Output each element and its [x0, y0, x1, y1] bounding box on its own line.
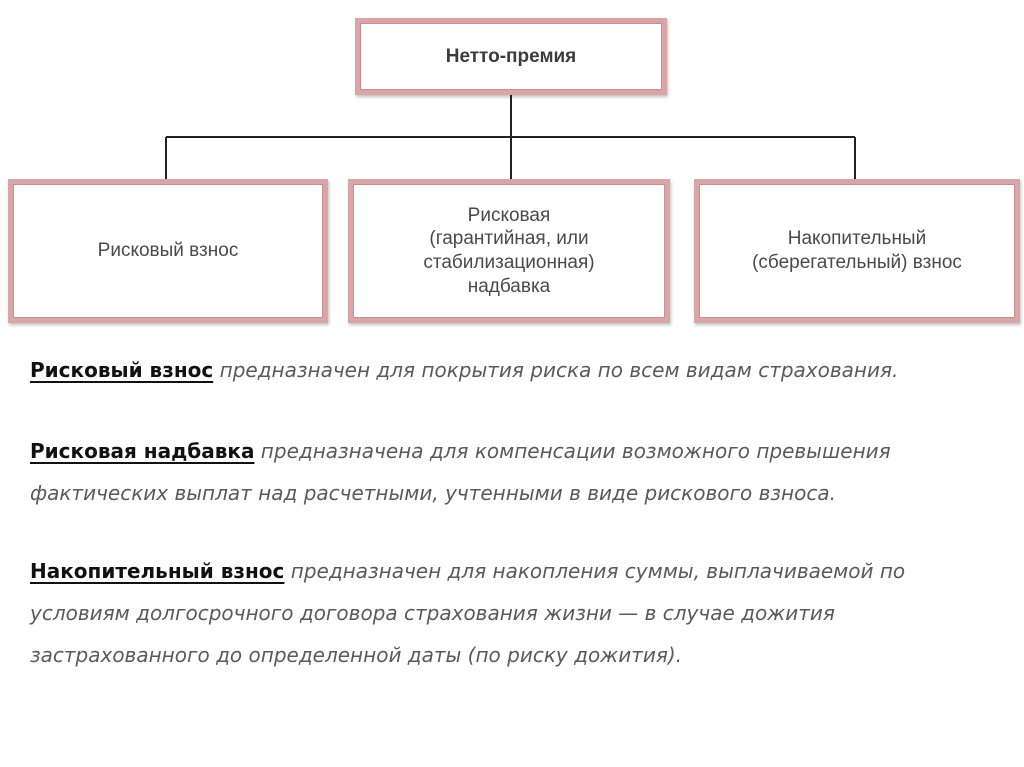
node-savings-contribution: Накопительный (сберегательный) взнос: [694, 179, 1020, 323]
term-risk-contribution: Рисковый взнос: [30, 358, 214, 382]
node-netto-premium: Нетто-премия: [355, 18, 667, 95]
term-savings-contribution: Накопительный взнос: [30, 559, 285, 583]
term-risk-loading: Рисковая надбавка: [30, 439, 255, 463]
definition-risk-loading: предназначена для компенсации возможного…: [30, 439, 891, 505]
paragraph-risk-loading: Рисковая надбавка предназначена для комп…: [30, 430, 1000, 514]
definition-savings-contribution: предназначен для накопления суммы, выпла…: [30, 559, 906, 667]
node-risk-loading: Рисковая (гарантийная, или стабилизацион…: [348, 179, 670, 323]
paragraph-savings-contribution: Накопительный взнос предназначен для нак…: [30, 550, 1000, 676]
definition-risk-contribution: предназначен для покрытия риска по всем …: [213, 358, 899, 382]
paragraph-risk-contribution: Рисковый взнос предназначен для покрытия…: [30, 349, 1000, 391]
node-risk-contribution: Рисковый взнос: [8, 179, 328, 323]
